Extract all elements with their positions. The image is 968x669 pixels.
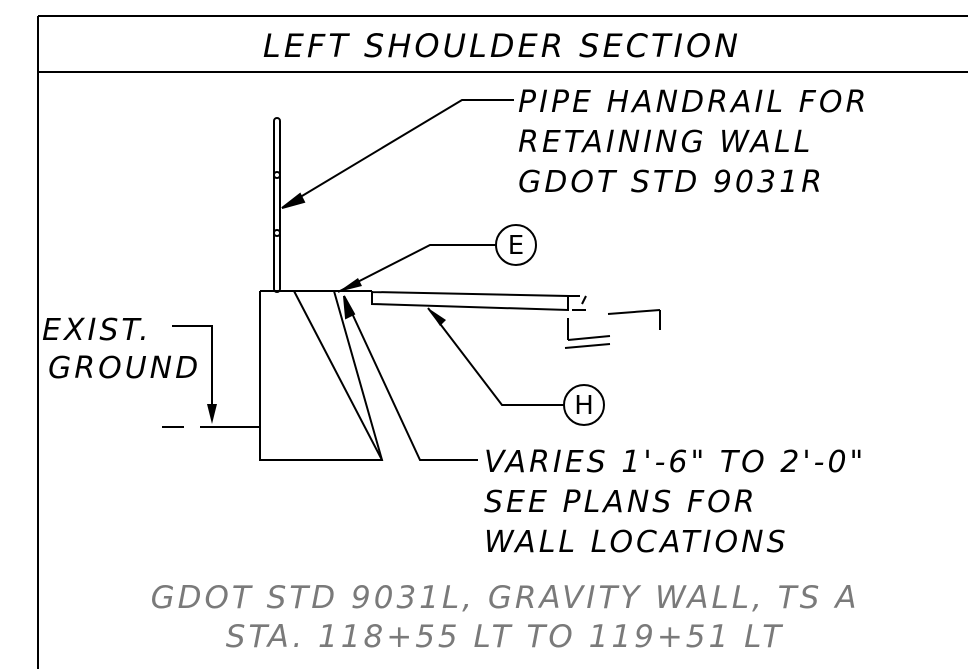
svg-text:WALL LOCATIONS: WALL LOCATIONS	[484, 525, 789, 560]
svg-text:RETAINING WALL: RETAINING WALL	[518, 125, 813, 160]
svg-text:GDOT STD 9031L, GRAVITY WALL,: GDOT STD 9031L, GRAVITY WALL, TS A	[151, 580, 860, 616]
handrail-label: PIPE HANDRAIL FOR RETAINING WALL GDOT ST…	[518, 85, 869, 200]
callout-e: E	[337, 224, 537, 293]
svg-text:VARIES 1'-6" TO 2'-0": VARIES 1'-6" TO 2'-0"	[484, 445, 866, 480]
bubble-e-label: E	[508, 231, 524, 261]
pipe-handrail-post	[273, 117, 281, 293]
existing-pavement-dashed	[564, 309, 661, 349]
svg-text:GDOT STD 9031R: GDOT STD 9031R	[518, 165, 825, 200]
drawing-frame	[37, 15, 968, 669]
footer-note: GDOT STD 9031L, GRAVITY WALL, TS A STA. …	[151, 580, 860, 655]
svg-text:EXIST.: EXIST.	[42, 313, 152, 348]
varies-leader	[343, 295, 478, 461]
svg-text:PIPE HANDRAIL FOR: PIPE HANDRAIL FOR	[518, 85, 869, 120]
handrail-leader	[281, 99, 514, 209]
svg-text:SEE PLANS FOR: SEE PLANS FOR	[484, 485, 758, 520]
varies-label: VARIES 1'-6" TO 2'-0" SEE PLANS FOR WALL…	[484, 445, 866, 560]
section-title: LEFT SHOULDER SECTION	[263, 27, 741, 65]
bubble-h-label: H	[574, 391, 594, 421]
exist-ground-callout: EXIST. GROUND	[42, 313, 217, 424]
callout-h: H	[427, 307, 605, 426]
gravity-wall	[259, 290, 384, 461]
svg-text:STA. 118+55 LT TO 119+51 LT: STA. 118+55 LT TO 119+51 LT	[226, 619, 784, 655]
shoulder-slab	[371, 291, 587, 312]
svg-text:GROUND: GROUND	[48, 351, 201, 386]
